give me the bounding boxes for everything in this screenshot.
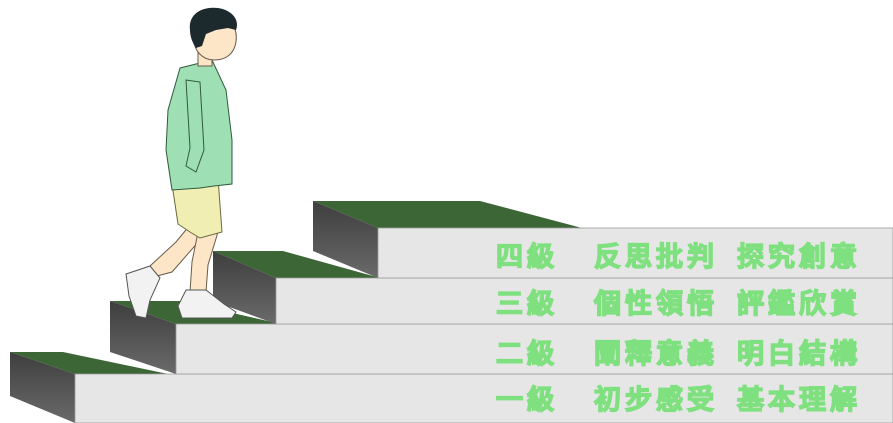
step-3-top bbox=[213, 251, 380, 278]
step-4 bbox=[313, 201, 893, 279]
stairs bbox=[10, 201, 893, 423]
step-2 bbox=[110, 301, 893, 375]
step-3-side bbox=[213, 251, 276, 324]
boy-arm bbox=[185, 79, 205, 173]
level-3-left-text: 個性領悟 bbox=[593, 288, 718, 320]
level-4-label: 四級 bbox=[496, 241, 558, 273]
level-2-left-text: 闡釋意義 bbox=[594, 338, 718, 370]
step-1-front bbox=[74, 373, 893, 423]
step-1-side bbox=[10, 352, 75, 423]
walking-boy-figure bbox=[125, 7, 238, 319]
step-3 bbox=[213, 251, 893, 325]
boy-front-shoe bbox=[177, 289, 237, 319]
level-3-right-text: 評鑑欣賞 bbox=[737, 288, 861, 320]
level-2-label: 二級 bbox=[496, 338, 558, 370]
step-4-top bbox=[313, 201, 582, 228]
boy-hair bbox=[189, 7, 238, 49]
step-1-top bbox=[10, 352, 168, 374]
level-3-label: 三級 bbox=[496, 288, 558, 320]
level-4-right-text: 探究創意 bbox=[737, 241, 861, 273]
boy-back-shoe bbox=[125, 265, 161, 319]
level-4-left-text: 反思批判 bbox=[594, 242, 718, 273]
level-2-right-text: 明白結構 bbox=[737, 338, 861, 370]
step-2-side bbox=[110, 301, 176, 374]
level-1-right-text: 基本理解 bbox=[737, 385, 861, 416]
step-2-front bbox=[175, 323, 893, 375]
step-1 bbox=[10, 352, 893, 423]
level-1-label: 一級 bbox=[496, 384, 558, 416]
level-1-left-text: 初步感受 bbox=[594, 384, 718, 416]
level-labels: 四級 反思批判 探究創意 三級 個性領悟 評鑑欣賞 二級 闡釋意義 明白結構 一… bbox=[495, 240, 861, 416]
step-4-front bbox=[377, 227, 893, 279]
step-3-front bbox=[275, 277, 893, 325]
step-4-side bbox=[313, 201, 378, 278]
